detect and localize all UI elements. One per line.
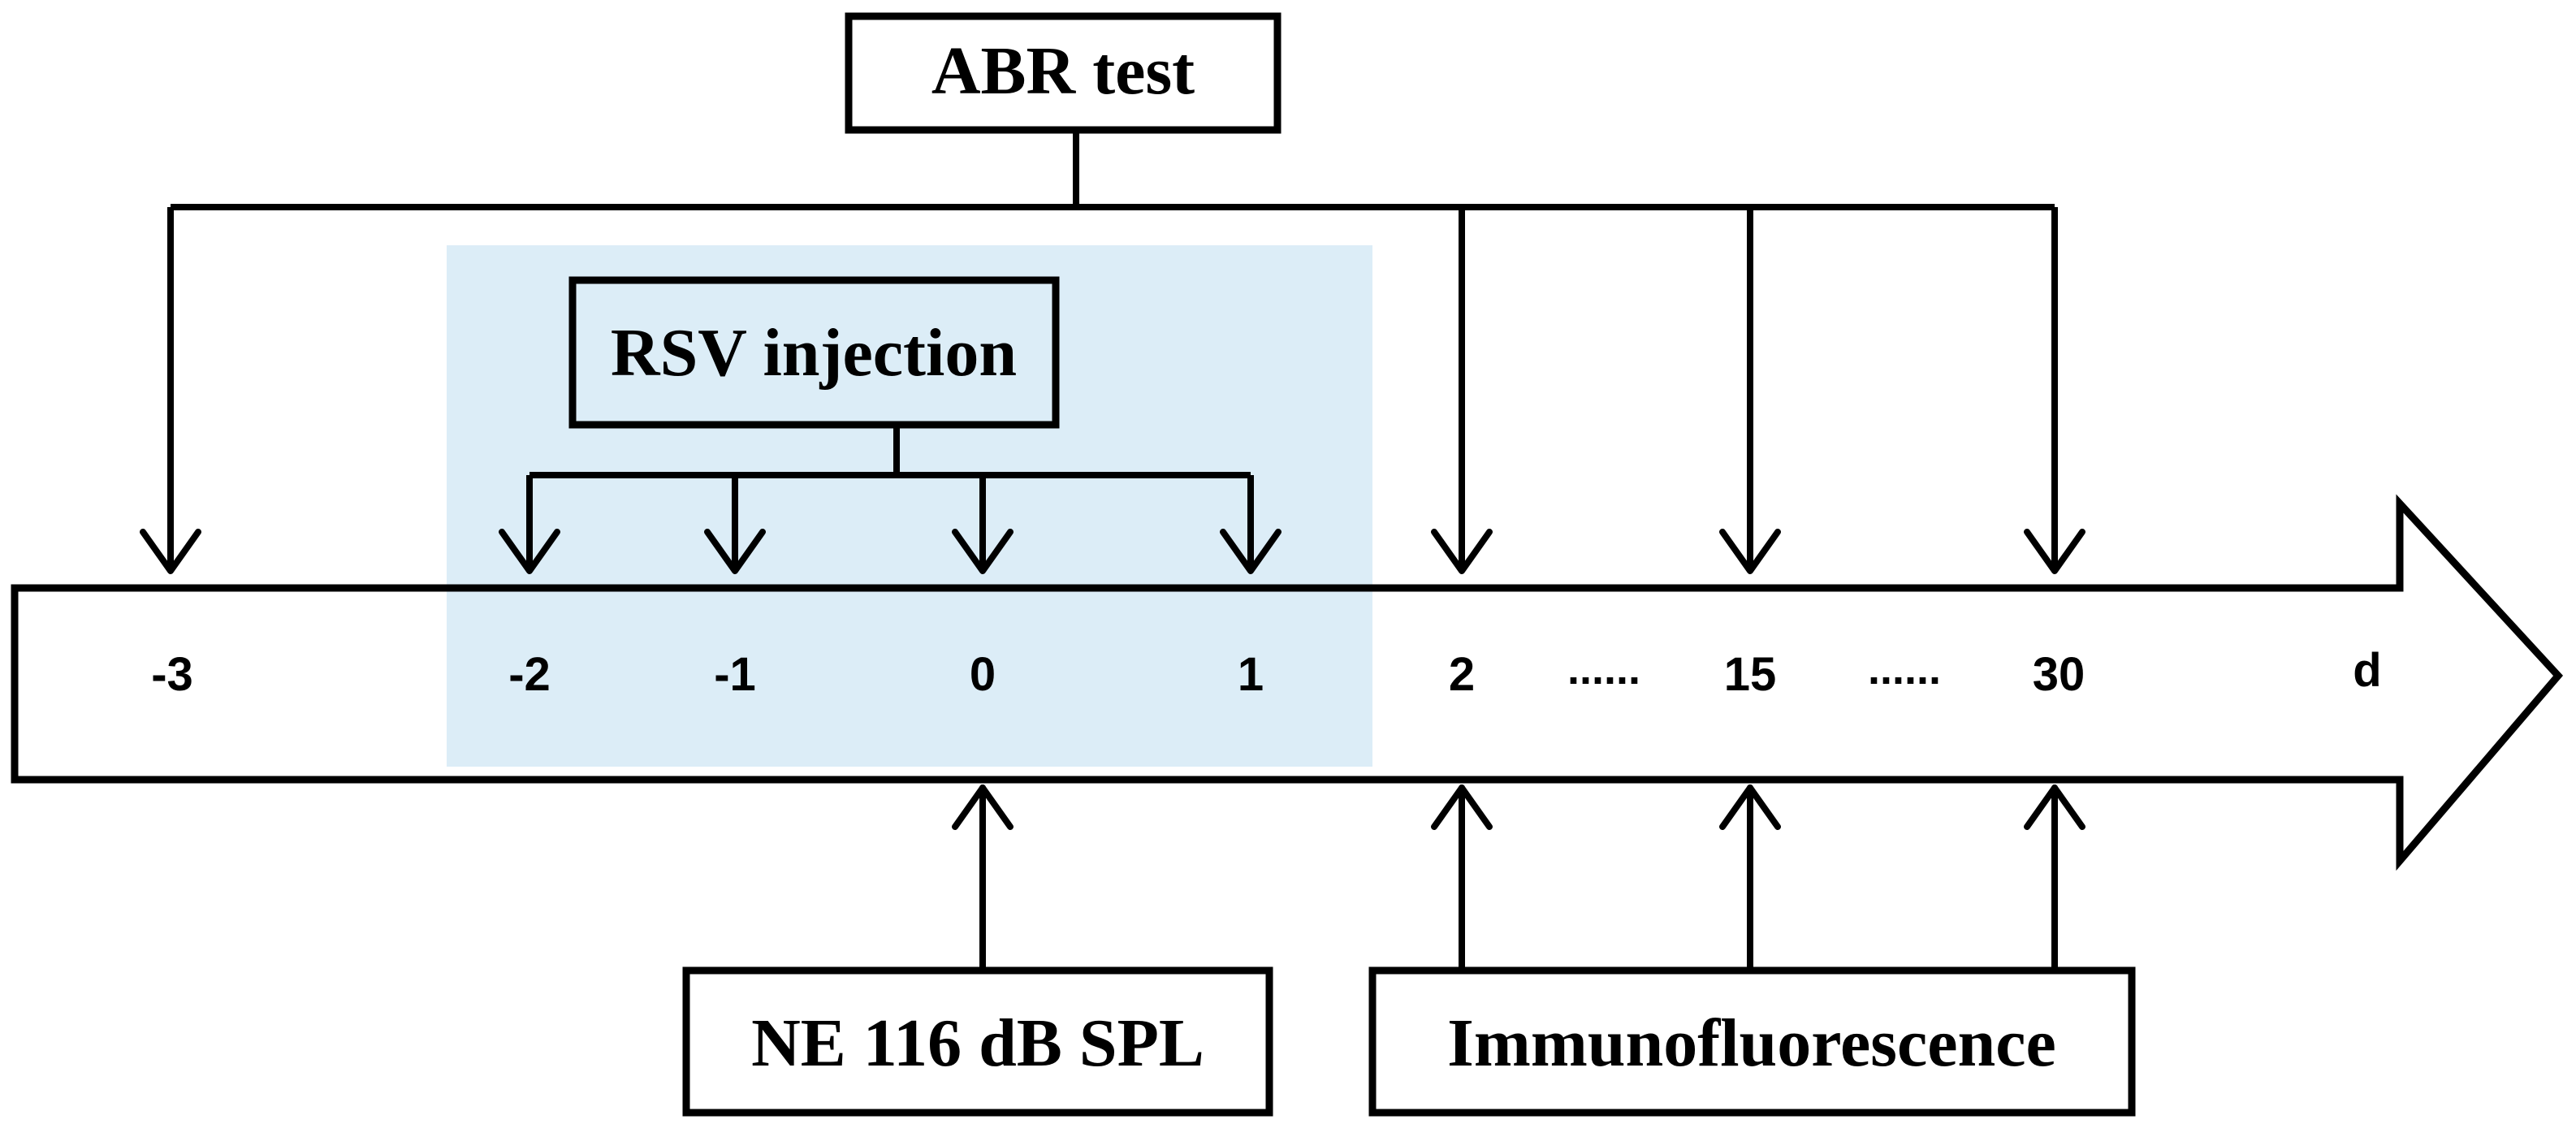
abr-test-label: ABR test xyxy=(931,33,1195,109)
abr-test-box: ABR test xyxy=(845,12,1282,134)
noise-exposure-connector xyxy=(952,785,1014,974)
day-label-30: 30 xyxy=(2033,648,2085,701)
immunofluorescence-connectors xyxy=(1431,785,2085,974)
immunofluorescence-box: Immunofluorescence xyxy=(1368,966,2136,1117)
noise-exposure-box: NE 116 dB SPL xyxy=(682,966,1273,1117)
timeline-arrow xyxy=(11,494,2564,871)
noise-exposure-label: NE 116 dB SPL xyxy=(751,1005,1204,1081)
day-label-15: 15 xyxy=(1724,648,1777,701)
abr-test-arrowheads xyxy=(140,529,2085,574)
day-label-minus-3: -3 xyxy=(151,648,193,701)
abr-test-connectors xyxy=(167,130,2058,568)
rsv-injection-connectors xyxy=(526,425,1254,568)
timeline-day-labels: -3 -2 -1 0 1 2 ...... 15 ...... 30 d xyxy=(151,644,2382,701)
ellipsis-2: ...... xyxy=(1868,645,1941,694)
day-label-0: 0 xyxy=(970,648,996,701)
rsv-injection-arrowheads xyxy=(499,529,1282,574)
day-label-1: 1 xyxy=(1238,648,1264,701)
immunofluorescence-label: Immunofluorescence xyxy=(1447,1005,2056,1081)
day-unit-label: d xyxy=(2353,644,2381,697)
day-label-minus-2: -2 xyxy=(508,648,551,701)
day-label-2: 2 xyxy=(1449,648,1475,701)
day-label-minus-1: -1 xyxy=(714,648,756,701)
rsv-injection-box: RSV injection xyxy=(568,276,1060,429)
ellipsis-1: ...... xyxy=(1567,645,1640,694)
rsv-injection-label: RSV injection xyxy=(611,315,1017,391)
